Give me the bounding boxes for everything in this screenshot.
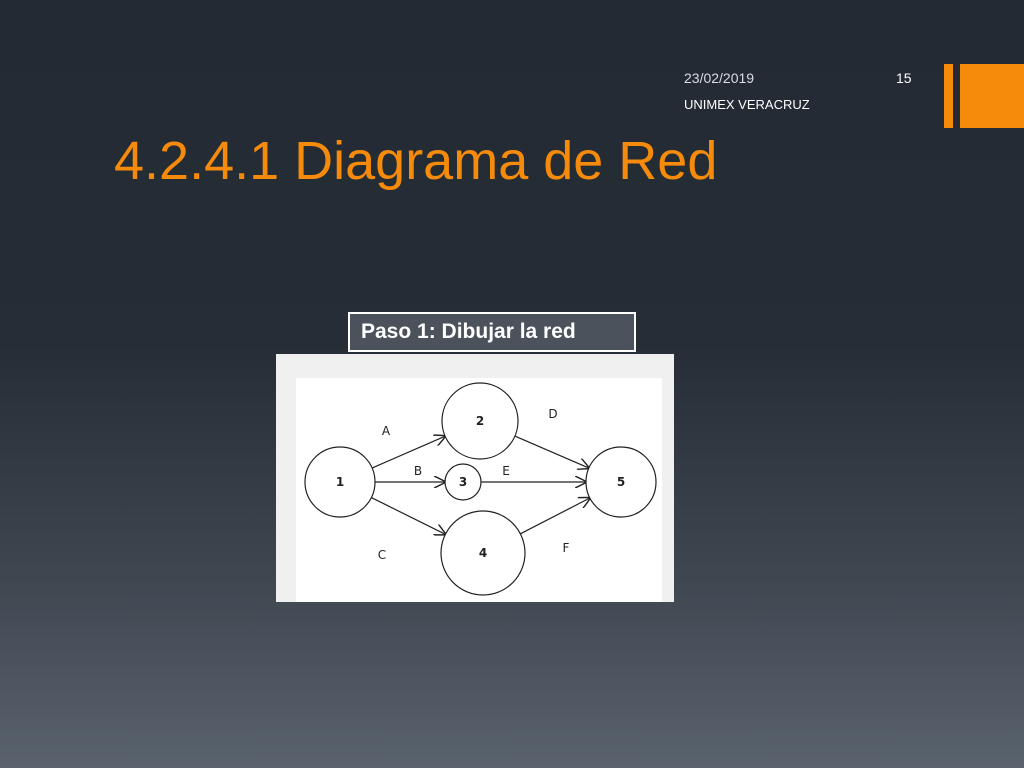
slide-date: 23/02/2019 (684, 70, 755, 86)
node-4 (440, 510, 526, 596)
slide-title: 4.2.4.1 Diagrama de Red (114, 131, 718, 191)
edge-a (371, 436, 445, 469)
accent-bar-thick (960, 64, 1024, 128)
node-5 (585, 446, 657, 518)
step-label: Paso 1: Dibujar la red (348, 312, 636, 352)
node-label-3: 3 (459, 475, 467, 489)
accent-bar-thin (944, 64, 953, 128)
edge-label-f: F (563, 541, 570, 555)
edge-label-d: D (548, 407, 557, 421)
edge-label-b: B (414, 464, 422, 478)
edge-label-c: C (378, 548, 386, 562)
edge-label-a: A (382, 424, 391, 438)
network-diagram-frame: A B C D E F 1 2 3 4 5 (276, 354, 674, 602)
node-1 (304, 446, 376, 518)
edge-d (514, 435, 589, 468)
edge-label-e: E (502, 464, 510, 478)
edge-c (371, 497, 445, 535)
node-3 (444, 463, 482, 501)
node-label-1: 1 (336, 475, 344, 489)
network-diagram: A B C D E F 1 2 3 4 5 (304, 382, 657, 596)
node-2 (441, 382, 519, 460)
slide-page-number: 15 (896, 70, 912, 86)
slide-organization: UNIMEX VERACRUZ (684, 97, 810, 112)
network-diagram-canvas: A B C D E F 1 2 3 4 5 (296, 378, 662, 602)
node-label-4: 4 (479, 546, 487, 560)
node-label-2: 2 (476, 414, 484, 428)
edge-f (520, 498, 590, 535)
node-label-5: 5 (617, 475, 625, 489)
